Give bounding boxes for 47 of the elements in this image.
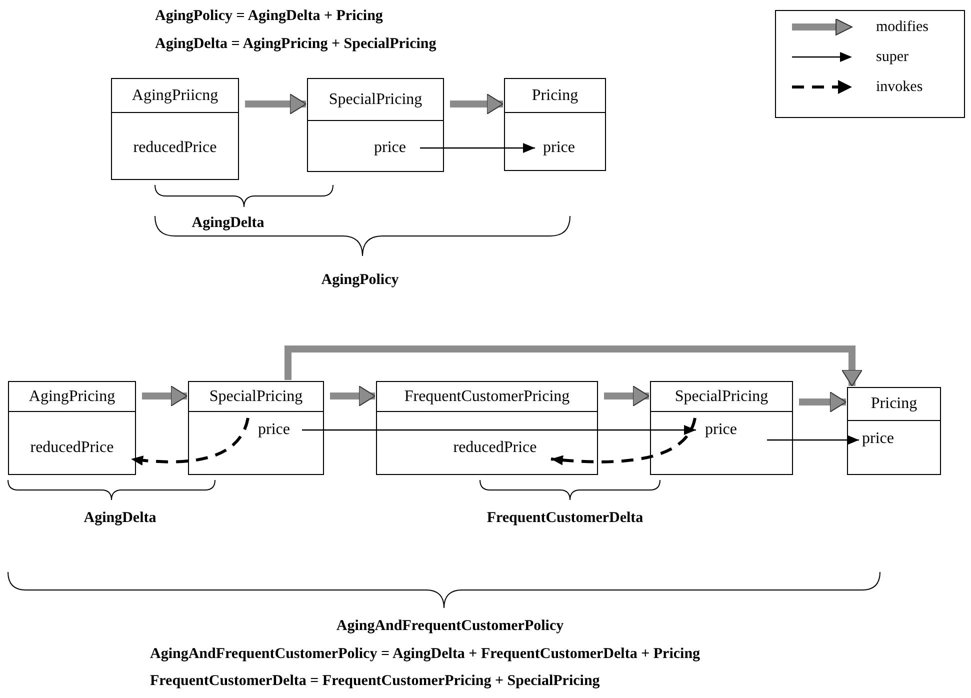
group-label: AgingAndFrequentCustomerPolicy — [336, 618, 564, 635]
invokes-arrow — [550, 418, 696, 466]
class-box — [376, 381, 598, 475]
super-arrow — [767, 435, 859, 445]
method-name: price — [860, 425, 896, 453]
equation-text: AgingAndFrequentCustomerPolicy = AgingDelta + FrequentCustomerDelta + Pricing — [150, 646, 700, 663]
class-box — [504, 78, 606, 171]
modifies-arrow — [799, 392, 846, 412]
class-box — [8, 381, 136, 475]
invokes-arrow — [130, 418, 250, 466]
legend-label: super — [876, 49, 908, 66]
class-box — [307, 78, 444, 172]
super-arrow — [302, 425, 696, 435]
class-box — [111, 78, 239, 180]
modifies-arrow — [142, 386, 188, 406]
method-name: reducedPrice — [440, 434, 550, 462]
equation-text: AgingPolicy = AgingDelta + Pricing — [155, 8, 383, 25]
method-name: price — [366, 134, 414, 162]
class-box — [650, 381, 793, 475]
legend-label: invokes — [876, 79, 923, 96]
class-box — [188, 381, 324, 475]
method-name: price — [536, 134, 582, 162]
method-name: reducedPrice — [120, 134, 230, 162]
equation-text: AgingDelta = AgingPricing + SpecialPricing — [155, 36, 436, 53]
equation-text: FrequentCustomerDelta = FrequentCustomerPricing + SpecialPricing — [150, 673, 600, 690]
method-name: price — [250, 416, 298, 444]
class-name: AgingPriicng — [132, 86, 218, 104]
class-name: Pricing — [532, 86, 578, 104]
class-name: SpecialPricing — [209, 388, 303, 406]
class-name: Pricing — [870, 395, 918, 413]
class-name: SpecialPricing — [328, 90, 422, 108]
group-label: AgingDelta — [84, 510, 156, 527]
modifies-arrow — [604, 386, 650, 406]
modifies-arrow — [450, 94, 504, 114]
group-label: AgingPolicy — [321, 272, 399, 289]
group-label: AgingDelta — [192, 215, 264, 232]
modifies-arrow — [330, 386, 376, 406]
group-label: FrequentCustomerDelta — [486, 510, 644, 527]
class-name: FrequentCustomerPricing — [404, 388, 570, 406]
super-arrow — [420, 143, 535, 153]
class-name: AgingPricing — [28, 388, 116, 406]
method-name: price — [697, 416, 745, 444]
method-name: reducedPrice — [14, 434, 130, 462]
class-box — [847, 387, 941, 475]
class-name: SpecialPricing — [674, 388, 768, 406]
legend-label: modifies — [876, 19, 928, 36]
modifies-arrow — [245, 94, 306, 114]
